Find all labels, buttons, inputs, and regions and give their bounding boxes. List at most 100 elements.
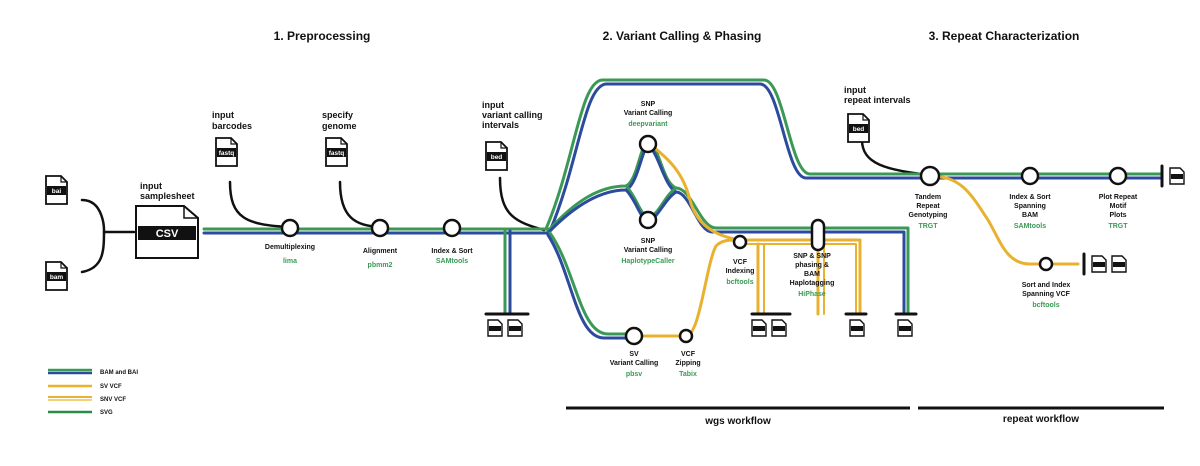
node-vcf-zipping: [678, 328, 694, 344]
node-plot-motif: [1108, 166, 1128, 186]
output-file-icon: [507, 319, 523, 337]
node-index-sort: [442, 218, 462, 238]
label-vcf-zip-2: Zipping: [675, 360, 700, 367]
label-snp-hc-2: Variant Calling: [624, 247, 673, 254]
label-vcf-index-2: Indexing: [726, 268, 755, 275]
workflow-wgs-label: wgs workflow: [704, 416, 771, 427]
tool-trgt: TRGT: [918, 223, 938, 230]
workflow-wgs: wgs workflow: [566, 406, 910, 427]
section-title-repeat: 3. Repeat Characterization: [929, 29, 1080, 43]
input-vc-intervals-line-1: input: [482, 100, 504, 110]
node-index-spanning-bam: [1020, 166, 1040, 186]
tool-samtools-spanning: SAMtools: [1014, 223, 1046, 230]
tool-trgt-plot: TRGT: [1108, 223, 1128, 230]
input-barcodes-line-1: input: [212, 110, 234, 120]
legend-item-snv-vcf: SNV VCF: [48, 396, 126, 403]
repeat-intervals-file-icon: bed: [847, 113, 870, 143]
label-plot-motif-1: Plot Repeat: [1099, 194, 1138, 201]
tool-bcftools-spanning: bcftools: [1032, 302, 1059, 309]
label-snp-hc-1: SNP: [641, 238, 656, 245]
vc-intervals-file-icon: bed: [485, 141, 508, 171]
label-sv-1: SV: [629, 351, 639, 358]
node-vcf-indexing: [732, 234, 748, 250]
bai-label: bai: [52, 188, 62, 195]
node-trgt: [919, 165, 941, 187]
label-vcf-zip-1: VCF: [681, 351, 696, 358]
label-spanning-bam-1: Index & Sort: [1009, 194, 1051, 201]
csv-label: CSV: [156, 228, 179, 240]
input-vc-intervals-line-2: variant calling: [482, 110, 543, 120]
output-file-icon: [849, 319, 865, 337]
tool-hiphase: HiPhase: [798, 291, 826, 298]
node-phasing: [810, 218, 826, 252]
input-samplesheet-line-2: samplesheet: [140, 191, 195, 201]
output-file-icon: [771, 319, 787, 337]
output-file-icon: [1111, 255, 1127, 273]
tool-deepvariant: deepvariant: [628, 121, 668, 128]
label-vcf-index-1: VCF: [733, 259, 748, 266]
label-plot-motif-3: Plots: [1109, 212, 1126, 219]
legend-label-sv-vcf: SV VCF: [100, 384, 122, 390]
node-alignment: [370, 218, 390, 238]
input-barcodes-line-2: barcodes: [212, 121, 252, 131]
legend-label-snv-vcf: SNV VCF: [100, 397, 126, 403]
tool-haplotypecaller: HaplotypeCaller: [621, 258, 675, 265]
workflow-repeat-label: repeat workflow: [1003, 414, 1079, 425]
node-snp-deepvariant: [638, 134, 658, 154]
bam-file-icon: bam: [45, 261, 68, 291]
pipeline-lines: [80, 78, 1164, 340]
label-trgt-3: Genotyping: [909, 212, 948, 219]
legend-item-bam-bai: BAM and BAI: [48, 368, 138, 376]
label-spanning-bam-3: BAM: [1022, 212, 1038, 219]
input-genome-line-2: genome: [322, 121, 357, 131]
node-sv-calling: [624, 326, 644, 346]
tool-samtools: SAMtools: [436, 258, 468, 265]
tool-bcftools: bcftools: [726, 279, 753, 286]
bam-label: bam: [50, 274, 64, 281]
label-trgt-2: Repeat: [916, 203, 940, 210]
genome-file-icon: fastq: [325, 137, 348, 167]
label-trgt-1: Tandem: [915, 194, 941, 201]
workflow-repeat: repeat workflow: [918, 406, 1164, 425]
label-phasing-1: SNP & SNP: [793, 253, 831, 260]
legend-label-bam-bai: BAM and BAI: [100, 370, 138, 376]
label-sv-2: Variant Calling: [610, 360, 659, 367]
label-sort-vcf-1: Sort and Index: [1022, 282, 1071, 289]
label-demultiplexing: Demultiplexing: [265, 244, 315, 251]
label-phasing-4: Haplotagging: [790, 280, 835, 287]
tool-pbsv: pbsv: [626, 371, 642, 378]
csv-file-icon: CSV: [135, 205, 199, 259]
label-phasing-3: BAM: [804, 271, 820, 278]
genome-file-label: fastq: [329, 150, 345, 157]
legend-label-svg: SVG: [100, 410, 113, 416]
output-file-icon: [751, 319, 767, 337]
output-file-icon: [897, 319, 913, 337]
legend-item-sv-vcf: SV VCF: [48, 384, 122, 390]
barcodes-file-label: fastq: [219, 150, 235, 157]
output-file-icon: [487, 319, 503, 337]
input-repeat-intervals-line-1: input: [844, 85, 866, 95]
tool-lima: lima: [283, 258, 297, 265]
input-genome-line-1: specify: [322, 110, 353, 120]
label-index-sort: Index & Sort: [431, 248, 473, 255]
section-title-variant-calling: 2. Variant Calling & Phasing: [603, 29, 762, 43]
input-vc-intervals-line-3: intervals: [482, 120, 519, 130]
output-file-icon: [1091, 255, 1107, 273]
label-phasing-2: phasing &: [795, 262, 829, 269]
repeat-intervals-file-label: bed: [853, 126, 865, 133]
vc-intervals-file-label: bed: [491, 154, 503, 161]
legend-item-svg: SVG: [48, 410, 113, 416]
tool-tabix: Tabix: [679, 371, 697, 378]
label-snp-deep-1: SNP: [641, 101, 656, 108]
label-snp-deep-2: Variant Calling: [624, 110, 673, 117]
section-title-preprocessing: 1. Preprocessing: [274, 29, 371, 43]
node-sort-index-vcf: [1038, 256, 1054, 272]
bai-file-icon: bai: [45, 175, 68, 205]
node-snp-haplotypecaller: [638, 210, 658, 230]
node-demultiplexing: [280, 218, 300, 238]
input-samplesheet-line-1: input: [140, 181, 162, 191]
input-repeat-intervals-line-2: repeat intervals: [844, 95, 911, 105]
label-alignment: Alignment: [363, 248, 398, 255]
